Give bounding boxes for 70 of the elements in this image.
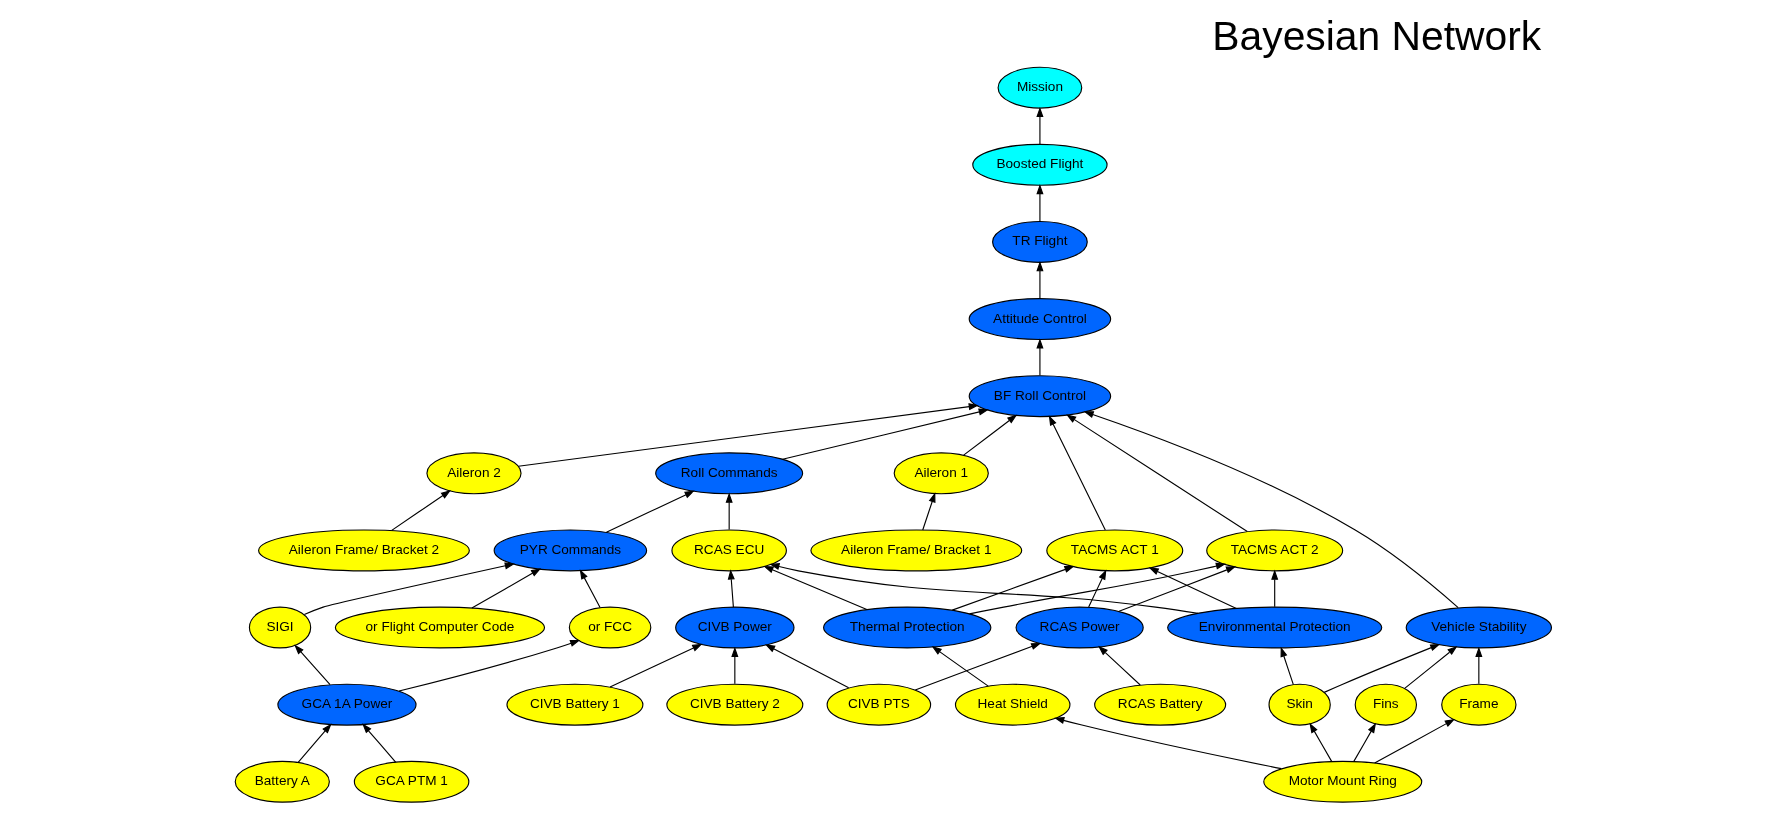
arrow: [963, 414, 1018, 456]
arrow: [725, 492, 733, 531]
arrow: [1475, 646, 1483, 685]
node-ellipse: CIVB PTS: [826, 683, 932, 726]
arrow: [517, 403, 979, 467]
node-ellipse: Fins: [1354, 683, 1418, 726]
node-ellipse: CIVB Battery 1: [506, 683, 644, 726]
arrow: [362, 723, 397, 763]
node-ellipse: Aileron 2: [426, 452, 522, 495]
arrow: [1083, 411, 1459, 609]
arrow: [1098, 645, 1141, 686]
arrow: [1280, 646, 1294, 686]
arrow: [968, 562, 1227, 615]
node-ellipse: Environmental Protection: [1167, 606, 1383, 649]
node-ellipse: Boosted Flight: [972, 143, 1108, 186]
arrow: [1048, 415, 1106, 531]
node-ellipse: Aileron 1: [893, 452, 989, 495]
arrow: [1066, 414, 1248, 533]
arrow: [1323, 643, 1441, 693]
arrow: [914, 642, 1042, 691]
arrow: [731, 646, 739, 685]
arrow: [609, 643, 703, 688]
node-ellipse: GCA PTM 1: [353, 760, 470, 803]
node-ellipse: Vehicle Stability: [1405, 606, 1553, 649]
arrow: [297, 723, 332, 764]
node-ellipse: Attitude Control: [968, 298, 1112, 340]
arrow: [579, 569, 601, 609]
node-ellipse: CIVB Battery 2: [666, 683, 804, 726]
node-ellipse: Motor Mount Ring: [1263, 760, 1423, 803]
arrow: [1036, 184, 1044, 222]
arrow: [727, 569, 735, 608]
arrow: [1088, 569, 1107, 608]
node-ellipse: Roll Commands: [655, 452, 804, 495]
arrow: [294, 644, 331, 686]
arrow: [951, 566, 1075, 611]
node-ellipse: Aileron Frame/ Bracket 1: [810, 529, 1023, 572]
node-ellipse: or Flight Computer Code: [334, 606, 546, 649]
arrow: [763, 565, 868, 610]
node-ellipse: Mission: [997, 66, 1083, 109]
arrow: [931, 646, 989, 687]
node-ellipse: TR Flight: [992, 220, 1088, 263]
arrow: [1036, 261, 1044, 299]
arrow: [1118, 566, 1237, 612]
node-ellipse: CIVB Power: [675, 606, 795, 649]
arrow: [471, 568, 542, 609]
arrow: [1353, 722, 1377, 762]
arrow: [1309, 722, 1333, 762]
node-ellipse: Skin: [1268, 683, 1331, 726]
node-ellipse: RCAS Battery: [1094, 683, 1227, 726]
arrow: [1036, 106, 1044, 145]
arrow: [391, 490, 452, 531]
arrow: [605, 490, 695, 533]
arrow: [1271, 569, 1279, 608]
arrow: [398, 640, 581, 692]
node-ellipse: Thermal Protection: [823, 606, 992, 649]
arrow: [1148, 567, 1237, 610]
node-ellipse: SIGI: [248, 606, 312, 649]
node-ellipse: Battery A: [234, 760, 330, 803]
arrow: [764, 644, 850, 689]
arrow: [303, 562, 515, 616]
arrow: [769, 563, 1199, 614]
arrow: [782, 408, 989, 460]
arrow: [922, 492, 936, 531]
diagram-title: Bayesian Network: [1212, 13, 1542, 60]
arrow: [1036, 338, 1044, 376]
node-ellipse: GCA 1A Power: [277, 683, 417, 726]
arrow: [1374, 718, 1455, 764]
arrow: [1054, 717, 1282, 770]
node-ellipse: Aileron Frame/ Bracket 2: [258, 529, 470, 572]
arrow: [1404, 645, 1458, 689]
